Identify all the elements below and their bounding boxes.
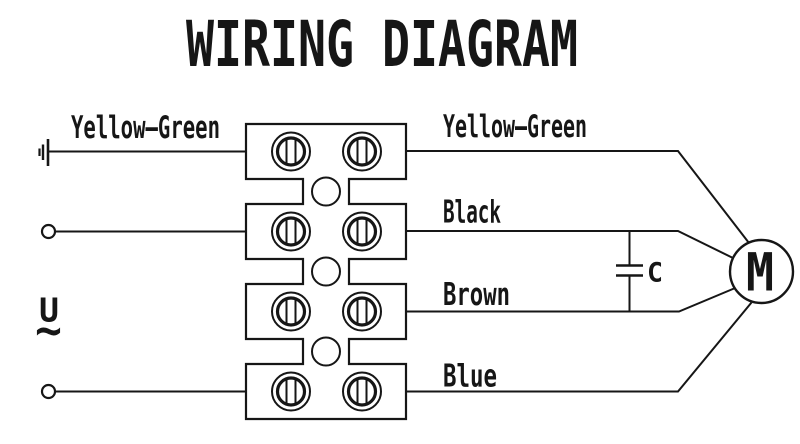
supply-voltage-label: U <box>39 291 59 330</box>
motor-label: M <box>746 243 774 304</box>
mounting-hole-icon <box>311 336 341 367</box>
supply-terminal-icon <box>40 383 57 400</box>
mounting-hole-icon <box>311 256 341 287</box>
wire-label-brown: Brown <box>443 277 510 313</box>
wire-yellow-green-right <box>406 150 750 244</box>
ac-tilde-icon: ~ <box>35 303 62 357</box>
wire-brown-right <box>406 287 735 313</box>
mounting-hole-icon <box>311 176 341 207</box>
page-title: WIRING DIAGRAM <box>186 8 578 81</box>
wire-label-blue: Blue <box>443 359 497 395</box>
motor-icon <box>728 238 795 305</box>
wire-blue-right <box>406 301 753 393</box>
wire-label-yellow-green-right: Yellow—Green <box>443 109 587 145</box>
wire-label-black: Black <box>443 195 501 231</box>
supply-terminal-icon <box>40 223 57 240</box>
terminal-block <box>244 122 408 421</box>
capacitor-icon <box>616 231 643 312</box>
wire-label-yellow-green-left: Yellow—Green <box>71 110 220 146</box>
ground-icon <box>38 139 50 166</box>
capacitor-label: C <box>647 258 663 289</box>
wire-black-right <box>406 230 734 259</box>
wires <box>48 150 753 393</box>
